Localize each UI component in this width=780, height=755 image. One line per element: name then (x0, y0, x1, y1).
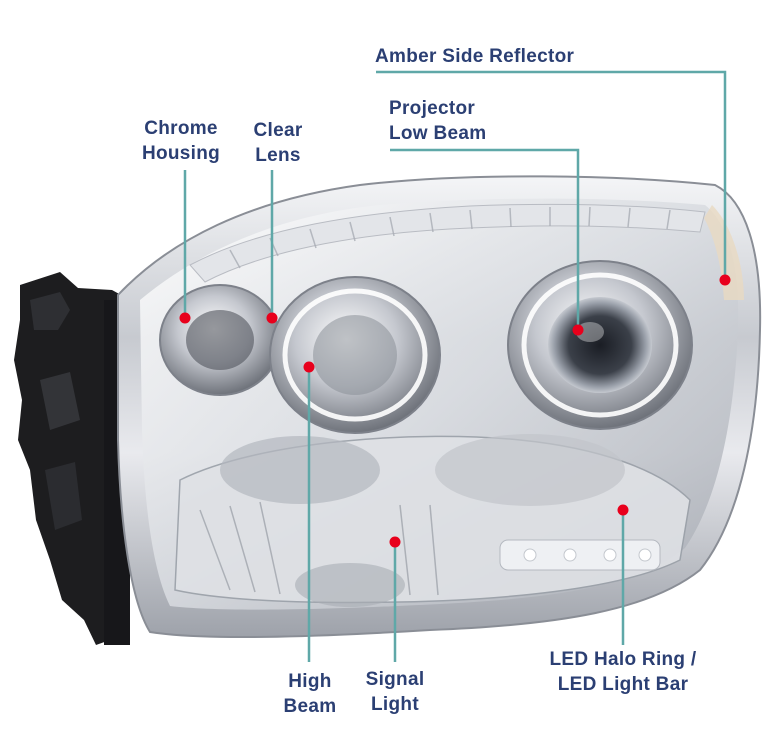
label-signal-line2: Light (371, 694, 419, 715)
leader-lines (183, 70, 727, 662)
marker-chrome-housing (179, 312, 191, 324)
label-high-beam: High Beam (270, 669, 350, 719)
lower-housing (174, 434, 691, 607)
label-led-line1: LED Halo Ring / (549, 649, 697, 670)
label-projector-line1: Projector (389, 98, 476, 119)
label-clear-line1: Clear (253, 120, 303, 141)
leader-amber-side-reflector (376, 70, 727, 280)
label-led-line2: LED Light Bar (557, 674, 689, 695)
label-high-line1: High (288, 671, 332, 692)
label-chrome-line2: Housing (141, 143, 221, 164)
markers (179, 274, 731, 548)
label-amber-side-reflector-text: Amber Side Reflector (375, 46, 575, 67)
label-signal-line1: Signal (365, 669, 425, 690)
label-led-halo-ring: LED Halo Ring / LED Light Bar (528, 647, 718, 697)
label-projector-line2: Low Beam (389, 123, 487, 144)
label-projector-low-beam: Projector Low Beam (389, 96, 486, 146)
marker-clear-lens (266, 312, 278, 324)
label-chrome-housing: Chrome Housing (133, 116, 229, 166)
reflector-bowls (159, 260, 693, 434)
marker-led-halo (617, 504, 629, 516)
mounting-bracket (14, 272, 130, 645)
label-amber-side-reflector: Amber Side Reflector (375, 44, 574, 69)
label-signal-light: Signal Light (352, 667, 438, 717)
marker-signal-light (389, 536, 401, 548)
label-high-line2: Beam (283, 696, 337, 717)
marker-projector-low-beam (572, 324, 584, 336)
marker-amber-side-reflector (719, 274, 731, 286)
marker-high-beam (303, 361, 315, 373)
label-clear-lens: Clear Lens (240, 118, 316, 168)
leader-projector-low-beam (390, 148, 580, 330)
label-clear-line2: Lens (255, 145, 301, 166)
label-chrome-line1: Chrome (144, 118, 218, 139)
